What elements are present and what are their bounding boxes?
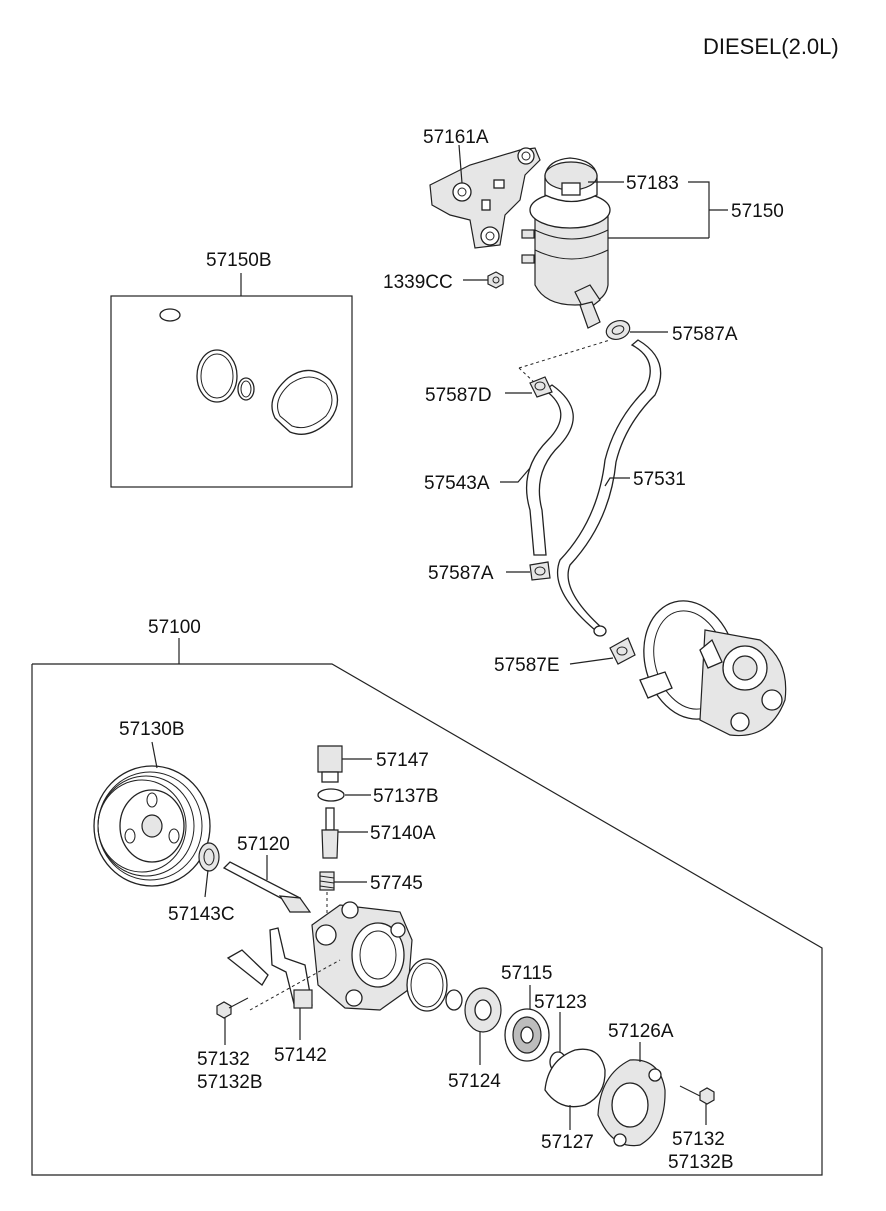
leader-57161A [458,144,463,184]
leader-57531 [604,477,630,487]
fitting-57147 [317,745,343,783]
reservoir-tank-57150 [521,191,611,306]
label-57132-left: 57132 [197,1049,250,1070]
label-57143C: 57143C [168,904,235,925]
label-57130B: 57130B [119,719,185,740]
label-57587D: 57587D [425,385,492,406]
label-57543A: 57543A [424,473,490,494]
o-ring-large-body [406,958,448,1012]
clamp-57587D [529,376,553,398]
diagram-title: DIESEL(2.0L) [703,34,839,59]
reservoir-outlet-fitting [574,284,601,329]
label-1339CC: 1339CC [383,272,453,293]
label-57132B-right: 57132B [668,1152,734,1173]
label-57132B-left: 57132B [197,1072,263,1093]
reservoir-cap-57183 [544,157,598,203]
hose-57543A [526,384,574,556]
reservoir-bracket-57161A [429,147,541,249]
o-ring-57137B [317,788,345,802]
label-57531: 57531 [633,469,686,490]
kit-o-ring-small [159,308,181,322]
label-57150B: 57150B [206,250,272,271]
kit-o-ring-large [196,349,238,403]
label-57142: 57142 [274,1045,327,1066]
spring-57745 [319,871,335,891]
kit-o-ring-medium [237,377,255,401]
kit-gasket [271,369,339,435]
label-57123: 57123 [534,992,587,1013]
label-57124: 57124 [448,1071,501,1092]
clamp-57587A-mid [529,561,551,581]
label-57137B: 57137B [373,786,439,807]
label-57132-right: 57132 [672,1129,725,1150]
leader-57543A [500,467,531,483]
shaft-57120 [222,861,312,913]
leader-57130B [151,741,158,769]
bracket-57142 [226,927,313,1009]
valve-57140A [321,807,339,859]
label-57127: 57127 [541,1132,594,1153]
bolt-57132-left [216,997,249,1019]
cam-ring-57115 [504,1008,550,1062]
pulley-57130B [93,765,211,887]
label-57587A-mid: 57587A [428,563,494,584]
leader-57143C [204,869,209,898]
assembled-pump-illustration [639,600,787,737]
label-57115: 57115 [501,963,552,984]
seal-57143C [198,842,220,872]
label-57150: 57150 [731,201,784,222]
leader-57587E [569,657,614,665]
label-57120: 57120 [237,834,290,855]
clamp-57587E [609,637,636,665]
nut-1339CC [487,271,504,289]
label-57745: 57745 [370,873,423,894]
label-57140A: 57140A [370,823,436,844]
bolt-57132-right [679,1085,715,1105]
leader-57150-b [688,181,710,238]
gasket-57127 [544,1048,606,1108]
label-57126A: 57126A [608,1021,674,1042]
repair-kit-box-57150B [110,295,353,488]
clamp-57587A-top [605,319,631,341]
dashed-link-line [518,339,611,369]
label-57147: 57147 [376,750,429,771]
pump-body [311,901,413,1011]
label-57587A-top: 57587A [672,324,738,345]
label-57100: 57100 [148,617,201,638]
plate-57124 [464,987,502,1033]
pump-breakdown-frame-57100 [31,663,823,1176]
label-57183: 57183 [626,173,679,194]
o-ring-small-body [445,989,463,1011]
label-57161A: 57161A [423,127,489,148]
label-57587E: 57587E [494,655,560,676]
cover-57126A [597,1059,666,1147]
